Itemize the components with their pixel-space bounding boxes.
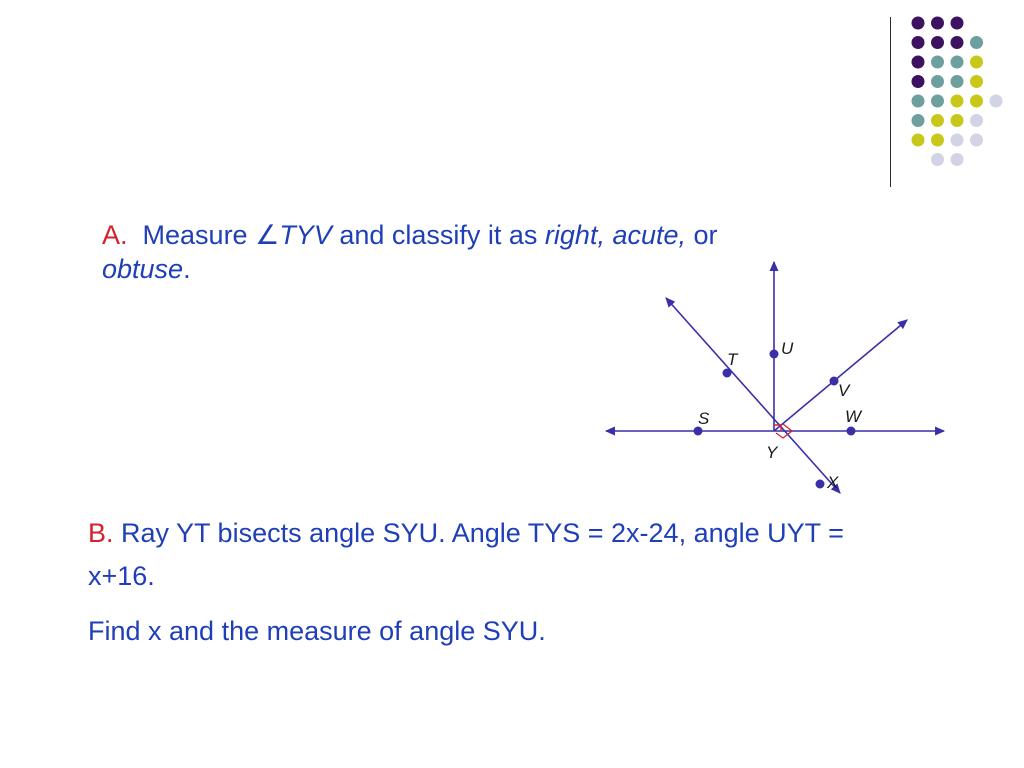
decorative-dot	[950, 114, 964, 127]
ray-yv	[773, 319, 908, 432]
measure-word: Measure	[142, 220, 248, 250]
part-b-find: Find x and the measure of angle SYU.	[88, 616, 546, 646]
decorative-dot	[911, 75, 925, 88]
right-angle-mark	[774, 424, 782, 431]
decorative-dot	[931, 55, 944, 69]
point-v	[829, 376, 839, 386]
decorative-dot	[931, 75, 944, 88]
part-b-question: B. Ray YT bisects angle SYU. Angle TYS =…	[88, 512, 888, 598]
decorative-dot	[950, 55, 964, 69]
angle-symbol: ∠	[255, 220, 280, 250]
decorative-dot	[911, 55, 925, 69]
or-word: or	[686, 220, 718, 250]
decorative-dot	[989, 94, 1003, 108]
decorative-dot	[970, 94, 983, 108]
line-tx	[665, 297, 841, 494]
decorative-dot	[931, 153, 944, 166]
decorative-dot	[950, 36, 964, 49]
decorative-dot	[970, 55, 983, 69]
decorative-dot	[950, 94, 964, 108]
decorative-dot	[911, 36, 925, 49]
label-s: S	[698, 409, 710, 428]
decorative-dot	[950, 16, 964, 30]
point-u	[769, 349, 779, 359]
decorative-dot	[931, 94, 944, 108]
label-v: V	[838, 381, 851, 400]
decorative-dot	[911, 133, 925, 147]
angle-name: TYV	[279, 220, 332, 250]
decorative-dot	[950, 153, 964, 166]
decorative-dot	[950, 75, 964, 88]
point-w	[846, 426, 856, 436]
classify-text: and classify it as	[331, 220, 545, 250]
label-w: W	[845, 407, 863, 426]
part-b-label: B.	[88, 518, 114, 548]
header-divider	[890, 17, 891, 187]
label-u: U	[781, 339, 794, 358]
decorative-dot	[911, 16, 925, 30]
decorative-dot	[970, 114, 983, 127]
decorative-dot	[931, 133, 944, 147]
decorative-dot	[911, 94, 925, 108]
part-a-question: A. Measure ∠TYV and classify it as right…	[102, 218, 892, 286]
obtuse-word: obtuse	[102, 254, 184, 284]
decorative-dot	[970, 75, 983, 88]
label-y: Y	[766, 443, 779, 462]
label-t: T	[727, 350, 739, 369]
decorative-dot	[931, 16, 944, 30]
part-a-label: A.	[102, 220, 128, 250]
point-t	[722, 368, 732, 378]
label-x: X	[826, 473, 839, 492]
right-angle-box	[775, 423, 793, 439]
point-s	[693, 426, 703, 436]
decorative-dot	[931, 36, 944, 49]
point-x	[815, 479, 825, 489]
decorative-dot-grid	[911, 16, 1003, 166]
decorative-dot	[911, 114, 925, 127]
decorative-dot	[931, 114, 944, 127]
angle-choices: right, acute,	[544, 220, 686, 250]
decorative-dot	[950, 133, 964, 147]
decorative-dot	[970, 36, 983, 49]
part-b-text: Ray YT bisects angle SYU. Angle TYS = 2x…	[88, 518, 844, 591]
period: .	[183, 254, 191, 284]
decorative-dot	[970, 133, 983, 147]
